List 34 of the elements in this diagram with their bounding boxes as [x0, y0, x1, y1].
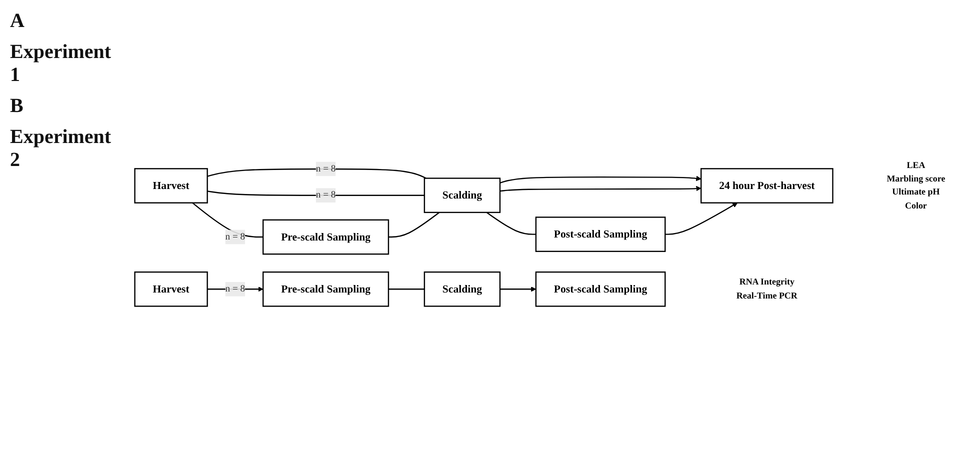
arrow — [665, 202, 738, 235]
edge-label: n = 8 — [225, 284, 246, 294]
node-box: Scalding — [424, 177, 501, 213]
connector — [486, 212, 536, 235]
node-label: LEA — [906, 160, 926, 170]
edge-label: n = 8 — [225, 231, 246, 242]
node-box: 24 hour Post-harvest — [700, 168, 834, 204]
panel-label: Experiment 1 — [10, 41, 112, 87]
panel-label: B — [10, 95, 24, 118]
node-label: Marbling score — [886, 174, 946, 184]
node-box: Harvest — [134, 271, 208, 307]
panel-label: A — [10, 10, 26, 33]
edge-label: n = 8 — [316, 190, 336, 200]
node-box: Pre-scald Sampling — [262, 219, 390, 254]
connector — [207, 190, 424, 196]
node-label: RNA Integrity — [739, 277, 795, 287]
connector — [207, 168, 426, 179]
connector — [388, 212, 440, 238]
node-box: Post-scald Sampling — [535, 216, 666, 252]
node-box: Scalding — [424, 271, 501, 307]
arrow — [207, 286, 264, 292]
connector — [388, 288, 424, 290]
node-box: Post-scald Sampling — [535, 271, 666, 307]
node-box: Harvest — [134, 168, 208, 204]
arrow — [500, 186, 702, 192]
node-label: Ultimate pH — [892, 187, 940, 197]
edge-label: n = 8 — [316, 163, 336, 174]
arrow — [500, 286, 536, 292]
node-label: Color — [904, 200, 927, 210]
connector — [192, 202, 264, 238]
node-box: Pre-scald Sampling — [262, 271, 390, 307]
arrow — [500, 176, 702, 184]
panel-label: Experiment 2 — [10, 126, 112, 172]
node-label: Real-Time PCR — [736, 290, 798, 300]
